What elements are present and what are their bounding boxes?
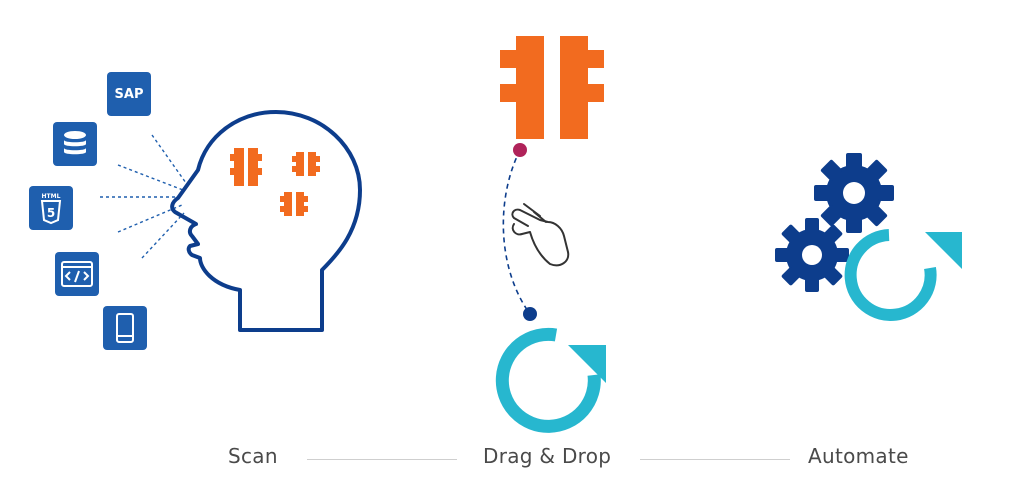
mobile-glyph — [116, 313, 134, 343]
sap-label: SAP — [114, 86, 144, 102]
code-window-glyph — [61, 261, 93, 287]
drag-end-dot — [523, 307, 537, 321]
refresh-icon — [844, 229, 962, 321]
step-label-drag-drop: Drag & Drop — [483, 444, 612, 468]
refresh-icon — [495, 327, 606, 433]
code-window-icon — [55, 252, 99, 296]
database-icon — [53, 122, 97, 166]
step-label-scan: Scan — [228, 444, 278, 468]
scan-rays — [100, 134, 187, 259]
html-text: HTML — [42, 193, 61, 200]
process-block-icon — [230, 148, 320, 216]
sap-icon: SAP — [107, 72, 151, 116]
svg-text:5: 5 — [47, 206, 55, 220]
hand-cursor-icon — [511, 203, 570, 267]
step-label-automate: Automate — [808, 444, 909, 468]
head-icon — [170, 110, 362, 332]
mobile-icon — [103, 306, 147, 350]
gear-icon — [775, 218, 849, 292]
connector-line — [640, 459, 790, 460]
html5-icon: HTML 5 — [29, 186, 73, 230]
process-block-icon — [500, 36, 604, 139]
drag-path — [502, 149, 531, 315]
html5-glyph: HTML 5 — [40, 193, 62, 225]
connector-line — [307, 459, 457, 460]
gear-icon — [814, 153, 894, 233]
database-glyph — [64, 131, 86, 155]
drag-start-dot — [513, 143, 527, 157]
